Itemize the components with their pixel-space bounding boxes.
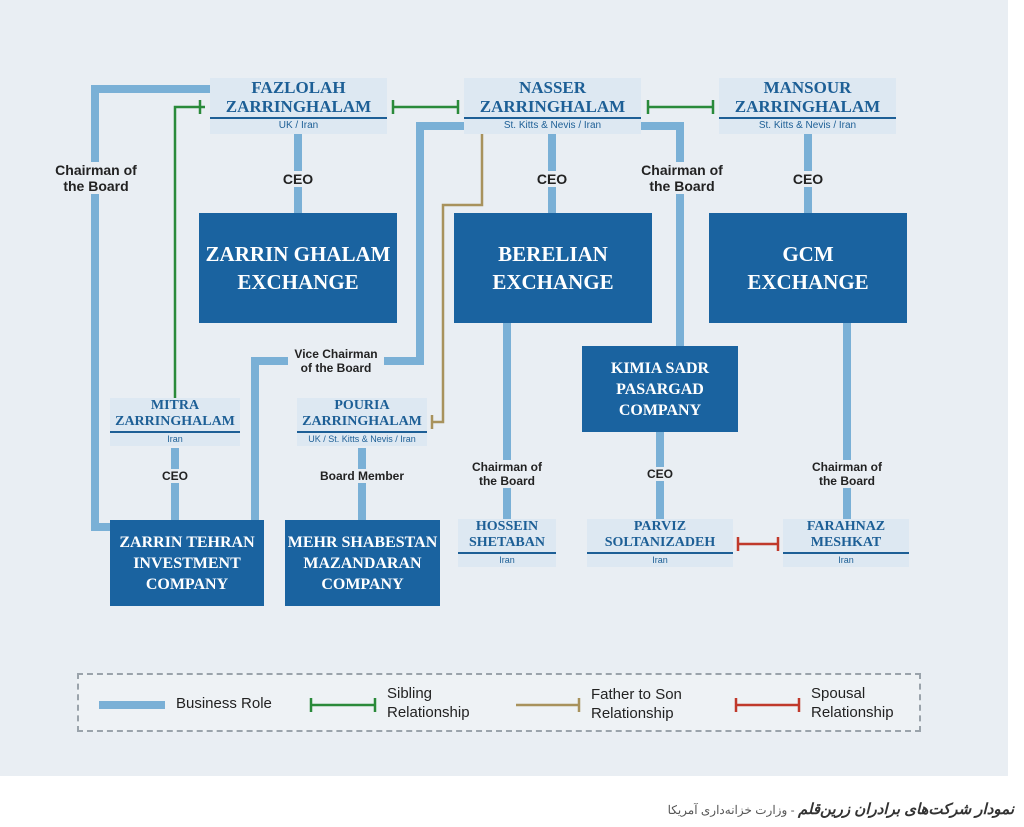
legend-spousal-label: Spousal Relationship xyxy=(811,685,894,721)
role-chairman-kimia: Chairman of the Board xyxy=(632,162,732,194)
legend-sibling-label: Sibling Relationship xyxy=(387,685,470,721)
person-name: HOSSEIN SHETABAN xyxy=(469,519,545,550)
person-name: FARAHNAZ MESHKAT xyxy=(806,519,886,550)
person-pouria: POURIA ZARRINGHALAM UK / St. Kitts & Nev… xyxy=(297,398,427,446)
company-berelian: BERELIAN EXCHANGE xyxy=(454,213,652,323)
person-name: PARVIZ SOLTANIZADEH xyxy=(604,519,716,550)
legend-swatches xyxy=(99,698,801,712)
person-hossein: HOSSEIN SHETABAN Iran xyxy=(458,519,556,567)
org-diagram: Chairman of the Board CEO CEO Chairman o… xyxy=(0,0,1008,776)
person-location: St. Kitts & Nevis / Iran xyxy=(503,120,602,131)
role-ceo-nasser: CEO xyxy=(532,171,572,187)
role-chairman-hossein: Chairman of the Board xyxy=(462,460,552,488)
role-ceo-mitra: CEO xyxy=(158,469,192,483)
person-location: UK / Iran xyxy=(278,120,319,131)
role-ceo-parviz: CEO xyxy=(643,467,677,481)
business-line-nasser-chairman xyxy=(640,122,684,347)
sibling-line-fazlolah-mitra xyxy=(173,105,205,400)
business-line-fazlolah-chairman xyxy=(91,85,210,531)
person-location: Iran xyxy=(499,555,515,565)
caption-source: - وزارت خزانه‌داری آمریکا xyxy=(667,803,798,817)
company-zarrin-ghalam: ZARRIN GHALAM EXCHANGE xyxy=(199,213,397,323)
person-location: Iran xyxy=(167,434,183,444)
company-mehr-shabestan: MEHR SHABESTAN MAZANDARAN COMPANY xyxy=(285,520,440,606)
person-parviz: PARVIZ SOLTANIZADEH Iran xyxy=(587,519,733,567)
person-name: MANSOUR ZARRINGHALAM xyxy=(734,78,881,116)
legend: Business Role Sibling Relationship Fathe… xyxy=(77,673,921,732)
person-location: Iran xyxy=(838,555,854,565)
person-location: Iran xyxy=(652,555,668,565)
person-location: UK / St. Kitts & Nevis / Iran xyxy=(308,434,416,444)
role-ceo-fazlolah: CEO xyxy=(278,171,318,187)
person-location: St. Kitts & Nevis / Iran xyxy=(758,120,857,131)
caption-title: نمودار شرکت‌های برادران زرین‌قلم xyxy=(797,801,1014,818)
connector-lines xyxy=(91,85,851,551)
caption: نمودار شرکت‌های برادران زرین‌قلم - وزارت… xyxy=(668,800,1014,818)
person-name: NASSER ZARRINGHALAM xyxy=(479,78,626,116)
legend-business-label: Business Role xyxy=(176,695,272,712)
company-gcm: GCM EXCHANGE xyxy=(709,213,907,323)
legend-spousal-swatch xyxy=(734,698,801,712)
person-name: POURIA ZARRINGHALAM xyxy=(302,398,422,429)
company-zarrin-tehran: ZARRIN TEHRAN INVESTMENT COMPANY xyxy=(110,520,264,606)
person-name: MITRA ZARRINGHALAM xyxy=(115,398,235,429)
person-fazlolah: FAZLOLAH ZARRINGHALAM UK / Iran xyxy=(210,78,387,134)
role-vice-chairman: Vice Chairman of the Board xyxy=(288,347,384,375)
role-chairman-farahnaz: Chairman of the Board xyxy=(802,460,892,488)
business-line-nasser-vice-chairman xyxy=(251,122,468,522)
person-farahnaz: FARAHNAZ MESHKAT Iran xyxy=(783,519,909,567)
role-chairman-left: Chairman of the Board xyxy=(46,162,146,194)
person-nasser: NASSER ZARRINGHALAM St. Kitts & Nevis / … xyxy=(464,78,641,134)
person-name: FAZLOLAH ZARRINGHALAM xyxy=(225,78,372,116)
father-son-line-nasser-pouria xyxy=(432,134,484,424)
role-board-member: Board Member xyxy=(313,469,411,483)
legend-father-label: Father to Son Relationship xyxy=(591,686,682,722)
person-mansour: MANSOUR ZARRINGHALAM St. Kitts & Nevis /… xyxy=(719,78,896,134)
person-mitra: MITRA ZARRINGHALAM Iran xyxy=(110,398,240,446)
legend-sibling-swatch xyxy=(309,698,377,712)
company-kimia: KIMIA SADR PASARGAD COMPANY xyxy=(582,346,738,432)
role-ceo-mansour: CEO xyxy=(788,171,828,187)
legend-father-swatch xyxy=(516,698,581,712)
